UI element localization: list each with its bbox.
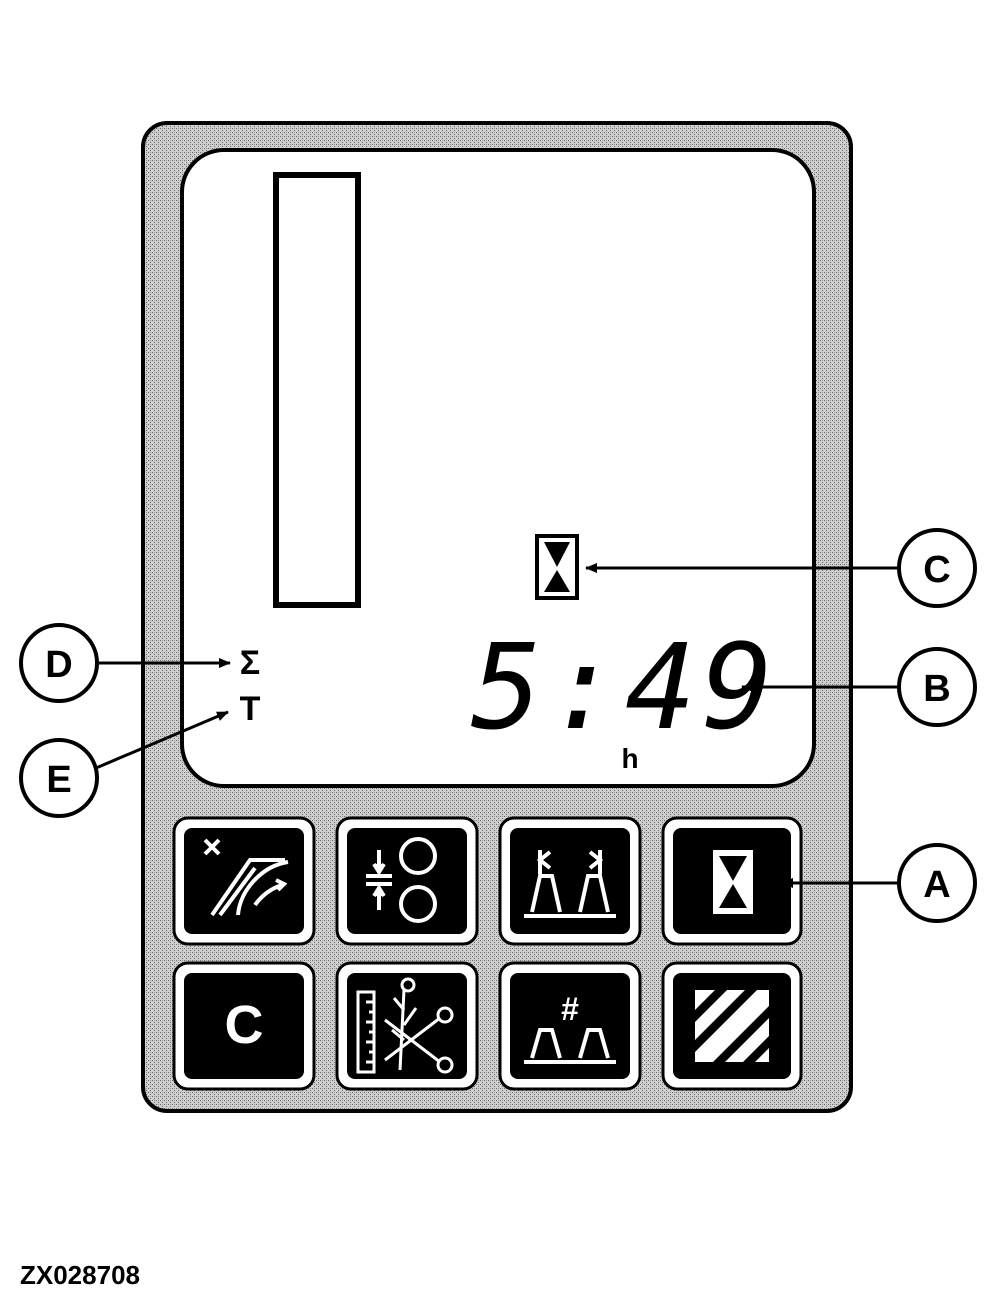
cut-length-icon: [356, 977, 454, 1074]
row-width-icon: [524, 850, 616, 918]
hatched-area-icon: [695, 990, 769, 1062]
roll-gap-icon: [366, 837, 437, 923]
callout-c: C: [585, 528, 977, 608]
cut-length-button[interactable]: [335, 961, 479, 1091]
svg-text:B: B: [923, 668, 950, 710]
clear-button[interactable]: C: [172, 961, 316, 1091]
callout-d: D: [19, 623, 231, 703]
hours-button[interactable]: [661, 816, 803, 946]
time-readout: 5:49: [471, 618, 779, 756]
time-unit: h: [621, 743, 638, 774]
clear-icon: C: [225, 995, 264, 1055]
sum-symbol: Σ: [240, 644, 260, 682]
svg-text:C: C: [923, 549, 950, 591]
roll-gap-button[interactable]: [335, 816, 479, 946]
header-tilt-icon: [203, 838, 289, 917]
trip-symbol: T: [240, 690, 261, 728]
hourglass-indicator-icon: [535, 534, 579, 600]
bar-graph: [273, 172, 361, 608]
figure-id: ZX028708: [20, 1260, 140, 1290]
hourglass-icon: [713, 850, 753, 914]
row-count-icon: #: [524, 991, 616, 1064]
row-count-button[interactable]: #: [498, 961, 642, 1091]
callout-a: A: [781, 843, 977, 923]
svg-text:E: E: [46, 759, 71, 801]
svg-text:#: #: [561, 991, 579, 1027]
svg-text:D: D: [45, 644, 72, 686]
callout-b: B: [741, 647, 977, 727]
area-button[interactable]: [661, 961, 803, 1091]
callout-e: E: [19, 710, 229, 818]
svg-text:A: A: [923, 864, 950, 906]
header-tilt-button[interactable]: [172, 816, 316, 946]
row-width-button[interactable]: [498, 816, 642, 946]
